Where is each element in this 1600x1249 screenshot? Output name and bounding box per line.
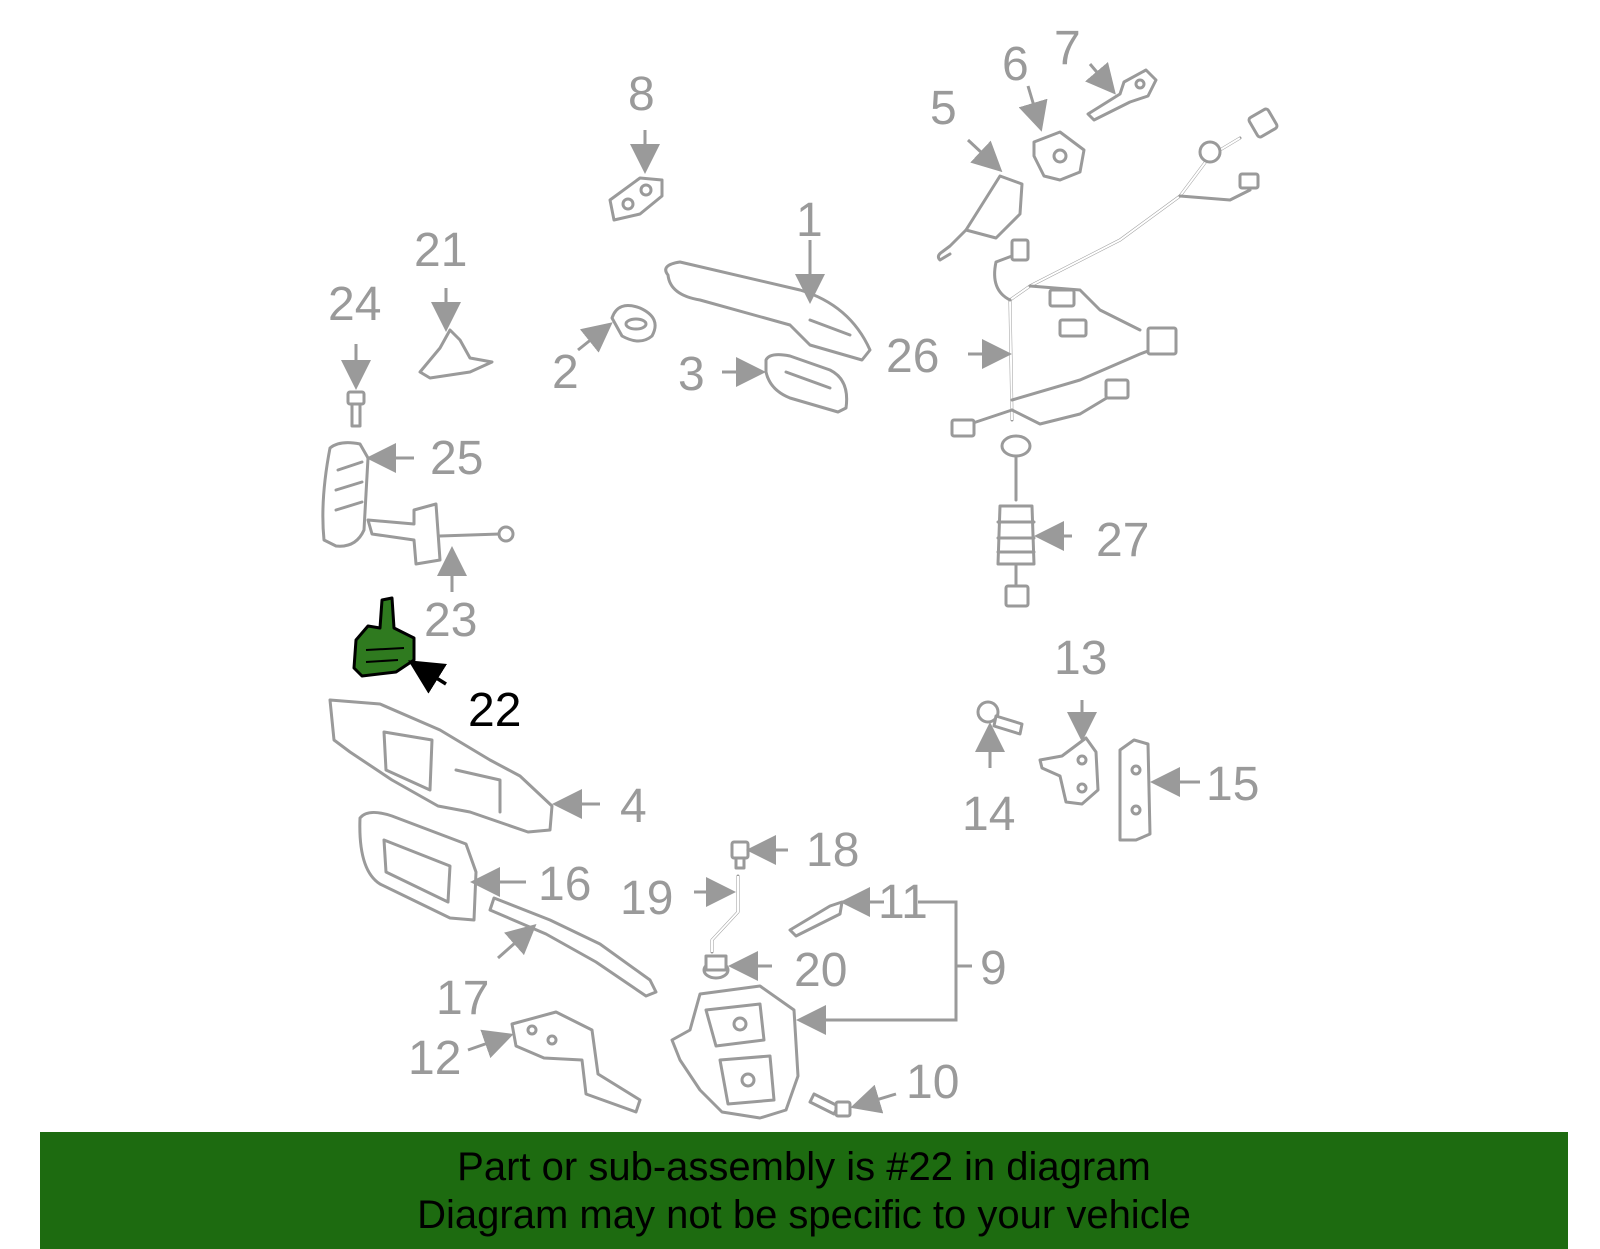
part-23-door-check[interactable] xyxy=(366,502,515,566)
callout-2[interactable]: 2 xyxy=(552,346,579,399)
callout-21[interactable]: 21 xyxy=(414,224,467,277)
callout-3[interactable]: 3 xyxy=(678,348,705,401)
part-18-screw[interactable] xyxy=(730,840,750,870)
part-2-gasket[interactable] xyxy=(610,304,657,343)
leader-5 xyxy=(966,138,1003,173)
callout-1[interactable]: 1 xyxy=(796,194,823,247)
part-27-boot[interactable] xyxy=(996,434,1036,608)
callout-24[interactable]: 24 xyxy=(328,278,381,331)
callout-20[interactable]: 20 xyxy=(794,944,847,997)
part-13-striker[interactable] xyxy=(1038,736,1100,806)
callout-9[interactable]: 9 xyxy=(980,942,1007,995)
callout-4[interactable]: 4 xyxy=(620,780,647,833)
part-20-grommet[interactable] xyxy=(702,954,730,980)
leader-22 xyxy=(408,660,448,694)
callout-14[interactable]: 14 xyxy=(962,788,1015,841)
leader-9 xyxy=(796,900,958,1035)
part-5-lock-cylinder[interactable] xyxy=(936,174,1024,262)
callout-17[interactable]: 17 xyxy=(436,972,489,1025)
part-22-highlighted[interactable] xyxy=(352,596,416,678)
callout-16[interactable]: 16 xyxy=(538,858,591,911)
banner-line-1: Part or sub-assembly is #22 in diagram xyxy=(457,1145,1151,1189)
part-21-bracket[interactable] xyxy=(418,328,494,380)
part-14-bolt[interactable] xyxy=(976,700,1024,736)
part-17-cable[interactable] xyxy=(488,896,658,998)
part-6-housing[interactable] xyxy=(1032,130,1086,182)
part-4-handle-carrier[interactable] xyxy=(328,698,554,834)
callout-23[interactable]: 23 xyxy=(424,594,477,647)
callout-13[interactable]: 13 xyxy=(1054,632,1107,685)
part-16-inside-handle[interactable] xyxy=(358,811,478,922)
part-24-bolt[interactable] xyxy=(346,390,366,428)
part-11-pin[interactable] xyxy=(788,900,844,938)
callout-22[interactable]: 22 xyxy=(468,684,521,737)
part-9-lock-mechanism[interactable] xyxy=(670,984,800,1120)
leader-17 xyxy=(497,924,537,960)
notice-banner: Part or sub-assembly is #22 in diagram D… xyxy=(40,1132,1568,1249)
callout-27[interactable]: 27 xyxy=(1096,514,1149,567)
callout-15[interactable]: 15 xyxy=(1206,758,1259,811)
callout-19[interactable]: 19 xyxy=(620,872,673,925)
leader-7 xyxy=(1085,61,1116,95)
callout-18[interactable]: 18 xyxy=(806,824,859,877)
leader-6 xyxy=(1018,85,1048,132)
part-1-outside-handle[interactable] xyxy=(664,260,872,362)
leader-10 xyxy=(850,1084,897,1114)
callout-25[interactable]: 25 xyxy=(430,432,483,485)
part-10-bolt[interactable] xyxy=(808,1092,852,1118)
part-26-wiring-harness[interactable] xyxy=(950,107,1279,438)
callout-5[interactable]: 5 xyxy=(930,82,957,135)
part-7-key[interactable] xyxy=(1086,68,1158,122)
callout-6[interactable]: 6 xyxy=(1002,38,1029,91)
callout-8[interactable]: 8 xyxy=(628,68,655,121)
part-3-handle-seal[interactable] xyxy=(764,353,849,414)
callout-10[interactable]: 10 xyxy=(906,1056,959,1109)
part-25-cover[interactable] xyxy=(321,441,370,548)
part-19-rod[interactable] xyxy=(710,874,740,954)
leader-2 xyxy=(577,322,613,353)
part-8-bracket[interactable] xyxy=(608,176,664,222)
part-12-bracket[interactable] xyxy=(510,1010,642,1114)
leader-12 xyxy=(467,1029,514,1059)
callout-26[interactable]: 26 xyxy=(886,330,939,383)
part-15-plate[interactable] xyxy=(1118,738,1152,842)
banner-line-2: Diagram may not be specific to your vehi… xyxy=(417,1193,1191,1237)
callout-12[interactable]: 12 xyxy=(408,1032,461,1085)
callout-7[interactable]: 7 xyxy=(1054,22,1081,75)
